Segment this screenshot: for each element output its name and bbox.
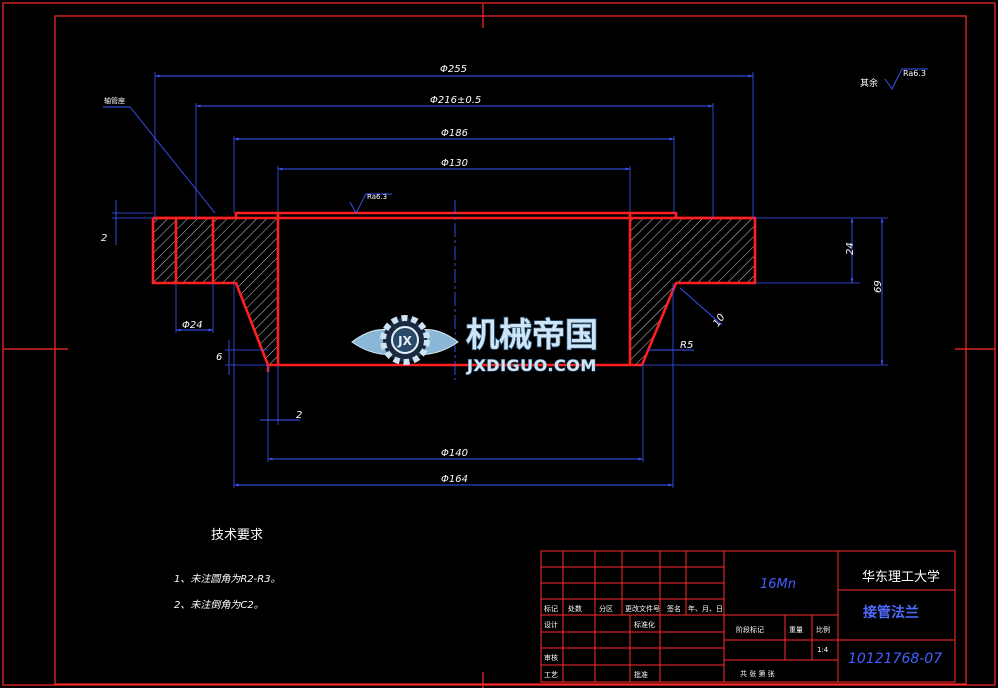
flange-outline (151, 211, 757, 372)
tb-sheets: 共 张 第 张 (740, 669, 775, 678)
tb-weight: 重量 (789, 626, 803, 634)
tb-date: 年、月、日 (688, 604, 723, 613)
dim-h6: 6 (216, 352, 222, 363)
tech-note-2: 2、未注倒角为C2。 (174, 599, 264, 611)
tb-stage: 阶段标记 (736, 625, 764, 634)
svg-text:JX: JX (397, 334, 412, 348)
tb-zone: 分区 (599, 604, 613, 613)
tb-material: 16Mn (760, 577, 796, 592)
technical-requirements: 技术要求 1、未注圆角为R2-R3。 2、未注倒角为C2。 (174, 528, 281, 611)
leader-lines (103, 106, 723, 351)
dim-h69: 69 (873, 280, 884, 293)
tb-part-name: 接管法兰 (863, 604, 919, 621)
leader-label: 轴管座 (104, 96, 125, 105)
roughness-top-label: Ra6.3 (903, 69, 926, 78)
tb-scale-label: 比例 (816, 625, 830, 634)
tb-university: 华东理工大学 (862, 569, 940, 585)
gear-wings-icon: JX (351, 315, 459, 365)
roughness-prefix-label: 其余 (860, 77, 878, 89)
tb-design: 设计 (544, 620, 558, 629)
tb-review: 审核 (544, 653, 558, 662)
tb-sign: 签名 (667, 604, 681, 613)
roughness-mid-label: Ra6.3 (367, 193, 387, 201)
tb-scale-value: 1:4 (817, 646, 829, 654)
roughness-symbols (349, 68, 928, 214)
watermark-en: JXDIGUO.COM (466, 356, 597, 375)
tb-approve: 批准 (634, 670, 648, 679)
dim-r5: R5 (680, 340, 693, 351)
dim-h24: 24 (845, 242, 856, 255)
title-block-texts: 标记 处数 分区 更改文件号 签名 年、月、日 设计 标准化 审核 工艺 批准 … (544, 569, 942, 679)
tb-docno: 更改文件号 (625, 604, 660, 613)
tb-count: 处数 (568, 604, 582, 613)
extension-lines (112, 72, 888, 488)
watermark-cn: 机械帝国 (466, 315, 598, 354)
small-dimension-lines (115, 200, 300, 421)
dim-d186: Φ186 (441, 128, 468, 139)
dim-d164: Φ164 (441, 474, 468, 485)
watermark: JX 机械帝国 JXDIGUO.COM (351, 314, 599, 376)
dim-d255: Φ255 (440, 64, 467, 75)
tb-mark: 标记 (544, 604, 558, 613)
dim-h2-left: 2 (101, 233, 107, 244)
dim-d24: Φ24 (182, 320, 203, 331)
tb-process: 工艺 (544, 671, 558, 679)
dim-d130: Φ130 (441, 158, 468, 169)
dim-r10: 10 (711, 312, 727, 329)
tb-std: 标准化 (634, 620, 655, 629)
title-block (540, 550, 956, 683)
tb-drawing-no: 10121768-07 (848, 651, 942, 667)
tech-title: 技术要求 (211, 528, 263, 543)
section-hatching (153, 218, 755, 365)
dimension-lines (155, 74, 884, 487)
dim-h2-bottom: 2 (296, 410, 302, 421)
tech-note-1: 1、未注圆角为R2-R3。 (174, 573, 281, 585)
dimension-texts: Φ255 Φ216±0.5 Φ186 Φ130 Φ140 Φ164 Φ24 2 … (101, 64, 926, 485)
dim-d140: Φ140 (441, 448, 468, 459)
dim-d216: Φ216±0.5 (430, 95, 481, 106)
